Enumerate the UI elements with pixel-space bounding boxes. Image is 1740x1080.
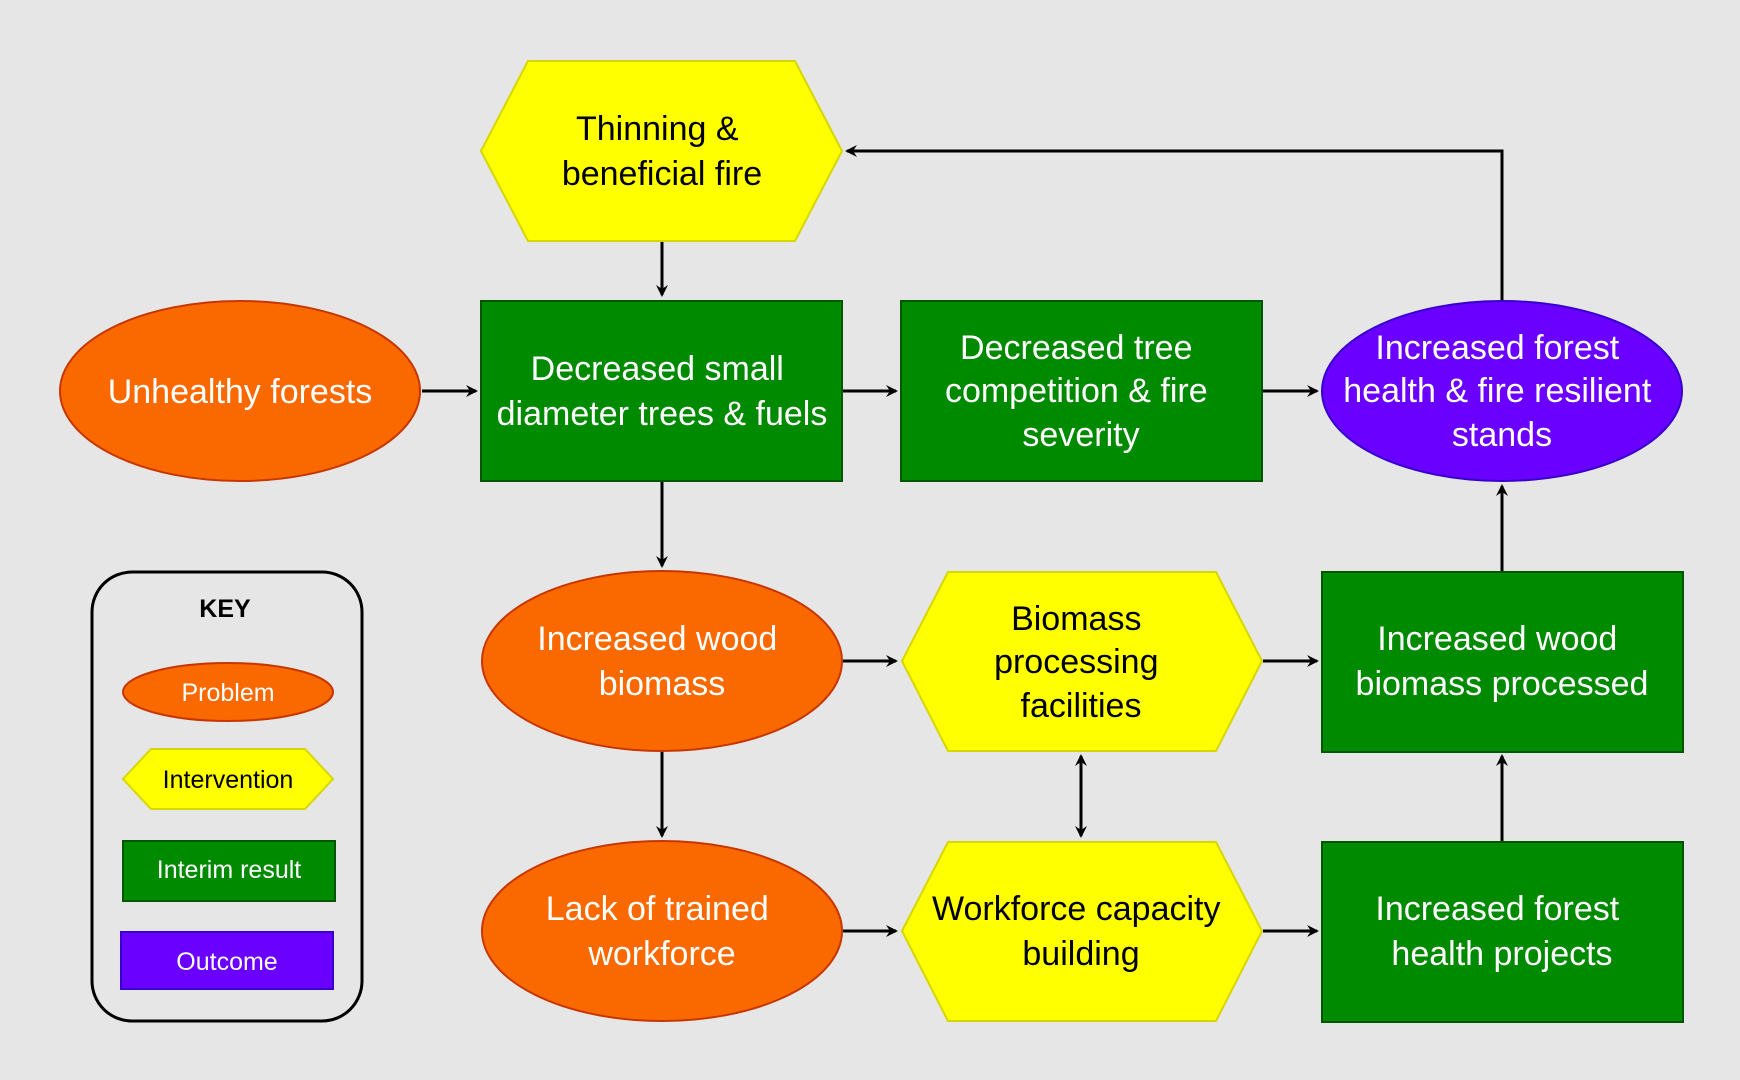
svg-text:Workforce capacity build: Workforce capacity building — [932, 890, 1230, 973]
node-decreased-tree-line-2: competition & fire — [945, 372, 1208, 410]
svg-text:Decreased small diameter: Decreased small diameter trees & fuels — [497, 350, 828, 433]
node-decreased-tree-line-1: Decreased tree — [960, 329, 1192, 367]
svg-text:Thinning & beneficial fi: Thinning & beneficial fire — [562, 110, 762, 193]
node-increased-biomass-line-1: Increased wood — [537, 620, 777, 658]
node-outcome-line-2: health & fire resilient — [1343, 372, 1652, 410]
node-outcome-line-3: stands — [1452, 416, 1552, 454]
node-decreased-small-line-1: Decreased small — [531, 350, 784, 388]
key-interim-label: Interim result — [157, 856, 302, 884]
node-unhealthy-line-1: Unhealthy forests — [108, 373, 373, 411]
node-workforce-building-line-1: Workforce capacity — [932, 890, 1220, 928]
svg-text:Increased forest health: Increased forest health & fire resilient… — [1343, 329, 1661, 454]
svg-text:Increased wood biomass: Increased wood biomass — [537, 620, 787, 703]
node-facilities-line-1: Biomass — [1011, 600, 1141, 638]
edge-outcome-to-thinning — [845, 145, 1504, 300]
key-title: KEY — [199, 595, 251, 623]
node-facilities-line-2: processing — [994, 643, 1158, 681]
node-thinning-line-1: Thinning & — [576, 110, 739, 148]
node-lack-workforce-line-2: workforce — [587, 935, 735, 973]
svg-text:Increased forest health: Increased forest health projects — [1375, 890, 1628, 973]
node-increased-wood-biomass-processed: Increased wood biomass processed — [1321, 571, 1684, 753]
key-outcome-label: Outcome — [176, 948, 277, 976]
node-increased-biomass-line-2: biomass — [599, 665, 726, 703]
node-increased-wood-biomass: Increased wood biomass — [481, 570, 843, 752]
node-health-projects-line-2: health projects — [1391, 935, 1612, 973]
node-lack-trained-workforce: Lack of trained workforce — [481, 840, 843, 1022]
node-increased-forest-health-projects: Increased forest health projects — [1321, 841, 1684, 1023]
svg-text:Decreased tree competiti: Decreased tree competition & fire severi… — [945, 329, 1217, 454]
key-problem-swatch — [122, 662, 334, 722]
key-legend: KEY Problem Intervention Interim result … — [90, 570, 364, 1023]
node-decreased-small-line-2: diameter trees & fuels — [497, 395, 828, 433]
node-outcome-line-1: Increased forest — [1375, 329, 1619, 367]
key-intervention-swatch — [121, 748, 335, 810]
connectors — [422, 145, 1508, 937]
svg-text:Increased wood biomass p: Increased wood biomass processed — [1356, 620, 1649, 703]
node-workforce-building-line-2: building — [1022, 935, 1139, 973]
node-thinning: Thinning & beneficial fire — [479, 60, 844, 242]
node-unhealthy-forests: Unhealthy forests — [59, 300, 421, 482]
node-processed-line-2: biomass processed — [1356, 665, 1649, 703]
node-decreased-tree-competition: Decreased tree competition & fire severi… — [900, 300, 1263, 482]
key-interim-swatch — [122, 840, 336, 902]
svg-text:Biomass processing: Biomass processing facilities — [994, 600, 1168, 725]
node-decreased-tree-line-3: severity — [1022, 416, 1139, 454]
node-biomass-processing-facilities: Biomass processing facilities — [900, 571, 1264, 752]
node-workforce-capacity-building: Workforce capacity building — [900, 841, 1264, 1022]
node-lack-workforce-line-1: Lack of trained — [546, 890, 769, 928]
node-thinning-line-2: beneficial fire — [562, 155, 762, 193]
node-processed-line-1: Increased wood — [1377, 620, 1617, 658]
svg-text:Lack of trained workforc: Lack of trained workforce — [546, 890, 778, 973]
key-outcome-swatch — [120, 931, 334, 990]
node-health-projects-line-1: Increased forest — [1375, 890, 1619, 928]
node-facilities-line-3: facilities — [1021, 687, 1142, 725]
key-problem-label: Problem — [181, 679, 274, 707]
node-increased-health-resilient: Increased forest health & fire resilient… — [1321, 300, 1683, 482]
key-intervention-label: Intervention — [163, 766, 294, 794]
node-decreased-small-diameter: Decreased small diameter trees & fuels — [480, 300, 843, 482]
svg-text:Unhealthy forests: Unhealthy forests — [108, 373, 373, 411]
key-frame — [90, 570, 364, 1023]
